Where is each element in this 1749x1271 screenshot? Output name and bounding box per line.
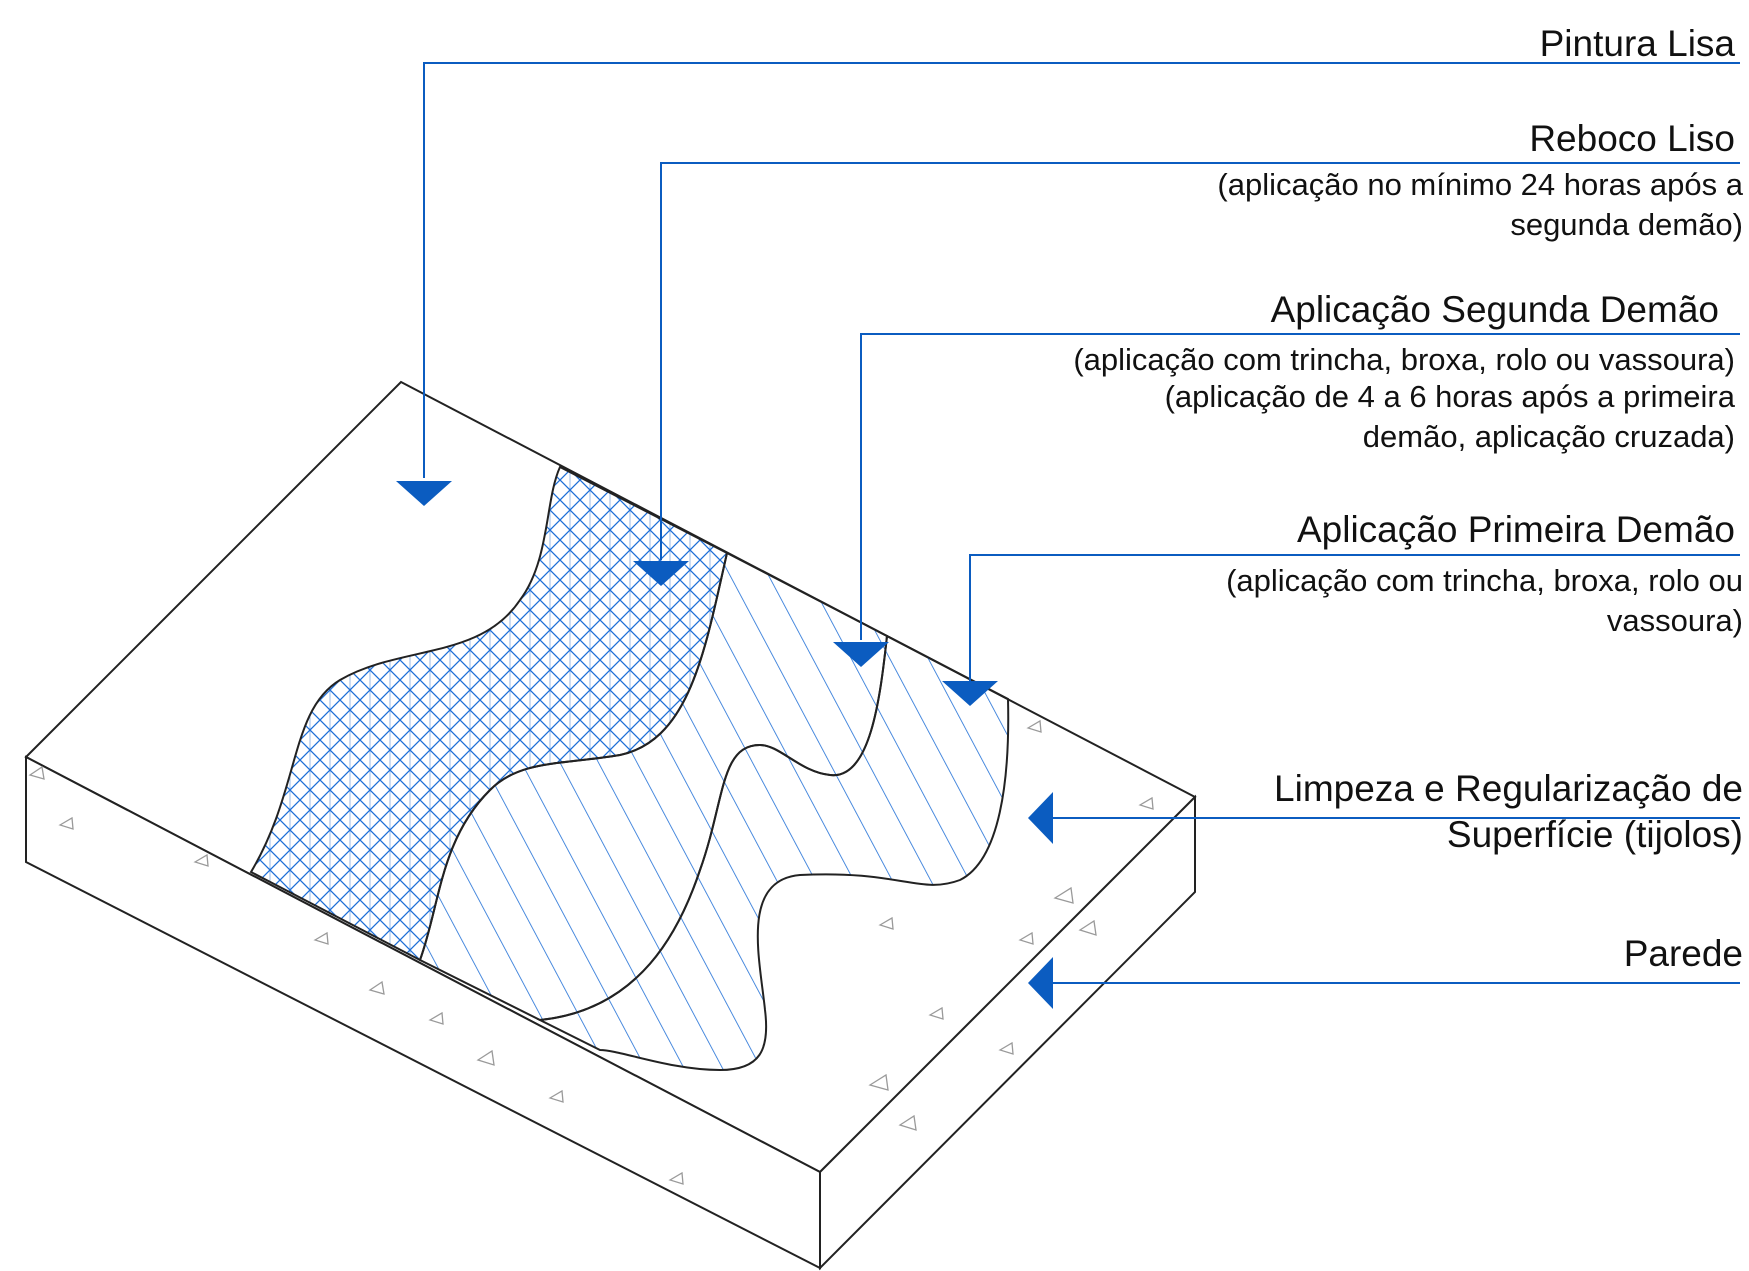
aggregate-triangle-icon <box>548 1089 564 1103</box>
aggregate-triangle-icon <box>1018 931 1034 945</box>
arrow-down-icon <box>396 481 452 506</box>
label-pintura-lisa: Pintura Lisa <box>1539 23 1735 64</box>
aggregate-triangle-icon <box>28 765 45 780</box>
aggregate-triangle-icon <box>928 1006 944 1020</box>
note-segunda-demao-1: (aplicação com trincha, broxa, rolo ou v… <box>1073 342 1735 377</box>
aggregate-triangle-icon <box>476 1049 495 1066</box>
leader-line-pintura-lisa <box>423 62 1740 478</box>
aggregate-triangle-icon <box>58 816 74 830</box>
arrow-left-icon <box>1028 957 1053 1009</box>
aggregate-triangle-icon <box>898 1114 917 1131</box>
leader-line-segunda-demao <box>860 333 1740 640</box>
aggregate-triangle-icon <box>368 980 385 995</box>
note-primeira-demao: (aplicação com trincha, broxa, rolo ou v… <box>1226 563 1743 638</box>
slab-side-face <box>819 794 1196 1271</box>
label-segunda-demao: Aplicação Segunda Demão <box>1270 289 1719 330</box>
aggregate-triangle-icon <box>1078 919 1097 936</box>
aggregate-triangle-icon <box>193 853 209 867</box>
label-reboco-liso: Reboco Liso <box>1529 118 1735 159</box>
aggregate-triangle-icon <box>1138 796 1154 810</box>
arrow-down-icon <box>833 642 889 667</box>
aggregate-triangle-icon <box>428 1011 444 1025</box>
aggregate-triangle-icon <box>878 916 894 930</box>
aggregate-marks <box>28 719 1154 1185</box>
aggregate-triangle-icon <box>668 1171 684 1185</box>
aggregate-triangle-icon <box>1053 886 1074 904</box>
aggregate-triangle-icon <box>313 931 329 945</box>
arrow-down-icon <box>942 681 998 706</box>
arrowheads <box>396 481 1053 1009</box>
leader-line-reboco-liso <box>660 162 1740 560</box>
arrow-down-icon <box>633 561 689 586</box>
note-reboco-liso: (aplicação no mínimo 24 horas após a seg… <box>1217 167 1743 242</box>
aggregate-triangle-icon <box>868 1073 889 1091</box>
label-limpeza: Limpeza e Regularização de Superfície (t… <box>1274 768 1743 855</box>
aggregate-triangle-icon <box>998 1041 1014 1055</box>
label-primeira-demao: Aplicação Primeira Demão <box>1296 509 1735 550</box>
note-segunda-demao-2: (aplicação de 4 a 6 horas após a primeir… <box>1164 379 1735 454</box>
arrow-left-icon <box>1028 792 1053 844</box>
aggregate-triangle-icon <box>1026 719 1042 733</box>
leader-line-primeira-demao <box>969 554 1740 682</box>
label-parede: Parede <box>1623 933 1743 974</box>
leader-lines <box>423 62 1740 984</box>
primeira-demao-layer <box>536 634 1010 1072</box>
coating-layers <box>249 465 1010 1072</box>
